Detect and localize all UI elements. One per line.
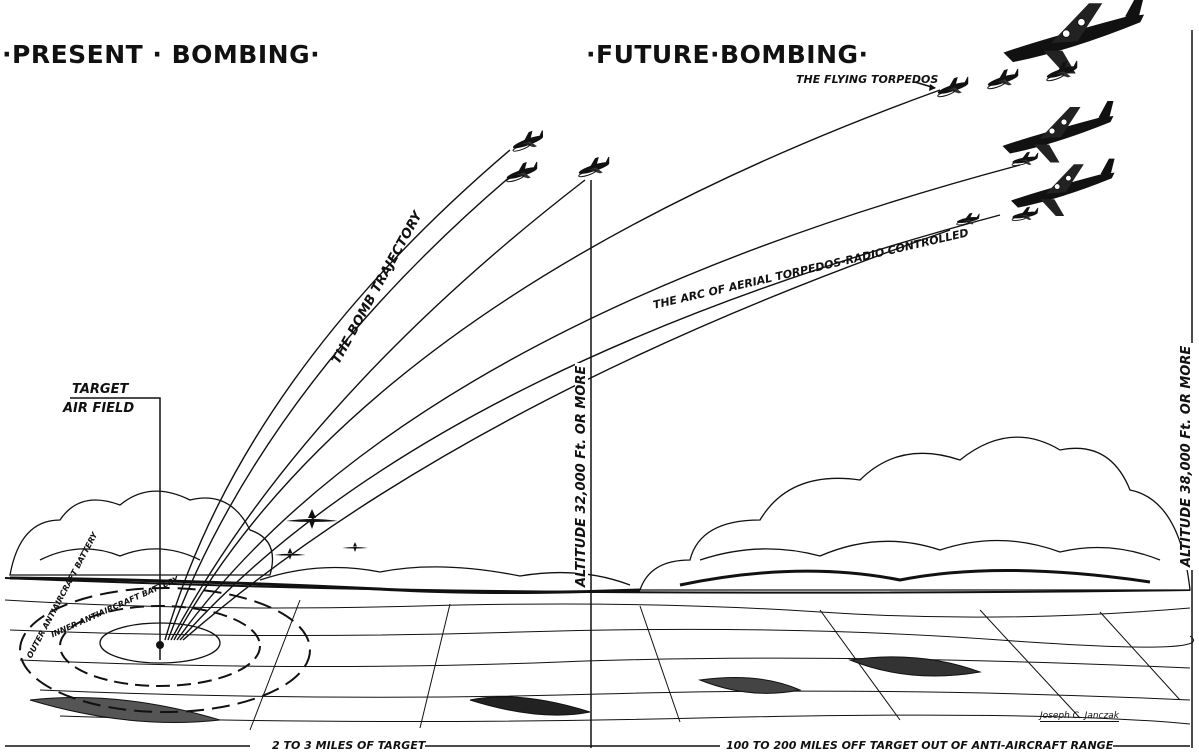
artist-signature: Joseph C. Janczak	[1040, 712, 1119, 722]
label-target: TARGET	[72, 383, 128, 396]
mother-bomber-icon	[1003, 0, 1145, 216]
label-distance-far: 100 TO 200 MILES OFF TARGET OUT OF ANTI-…	[726, 740, 1113, 751]
label-altitude-38000: ALTITUDE 38,000 Ft. OR MORE	[1180, 343, 1193, 570]
bomber-plane-icon	[503, 127, 613, 185]
label-flying-torpedos: THE FLYING TORPEDOS	[796, 74, 938, 85]
label-altitude-32000: ALTITUDE 32,000 Ft. OR MORE	[575, 363, 588, 590]
target-point	[156, 641, 164, 649]
torpedo-plane-icon	[934, 58, 1081, 227]
label-distance-near: 2 TO 3 MILES OF TARGET	[272, 740, 425, 751]
heading-present-bombing: ·PRESENT · BOMBING·	[2, 42, 320, 67]
label-air-field: AIR FIELD	[63, 402, 134, 415]
heading-future-bombing: ·FUTURE·BOMBING·	[586, 42, 869, 67]
cloud-bank	[10, 437, 1190, 590]
horizon-shadow	[10, 578, 640, 593]
antiaircraft-rings	[20, 588, 310, 712]
